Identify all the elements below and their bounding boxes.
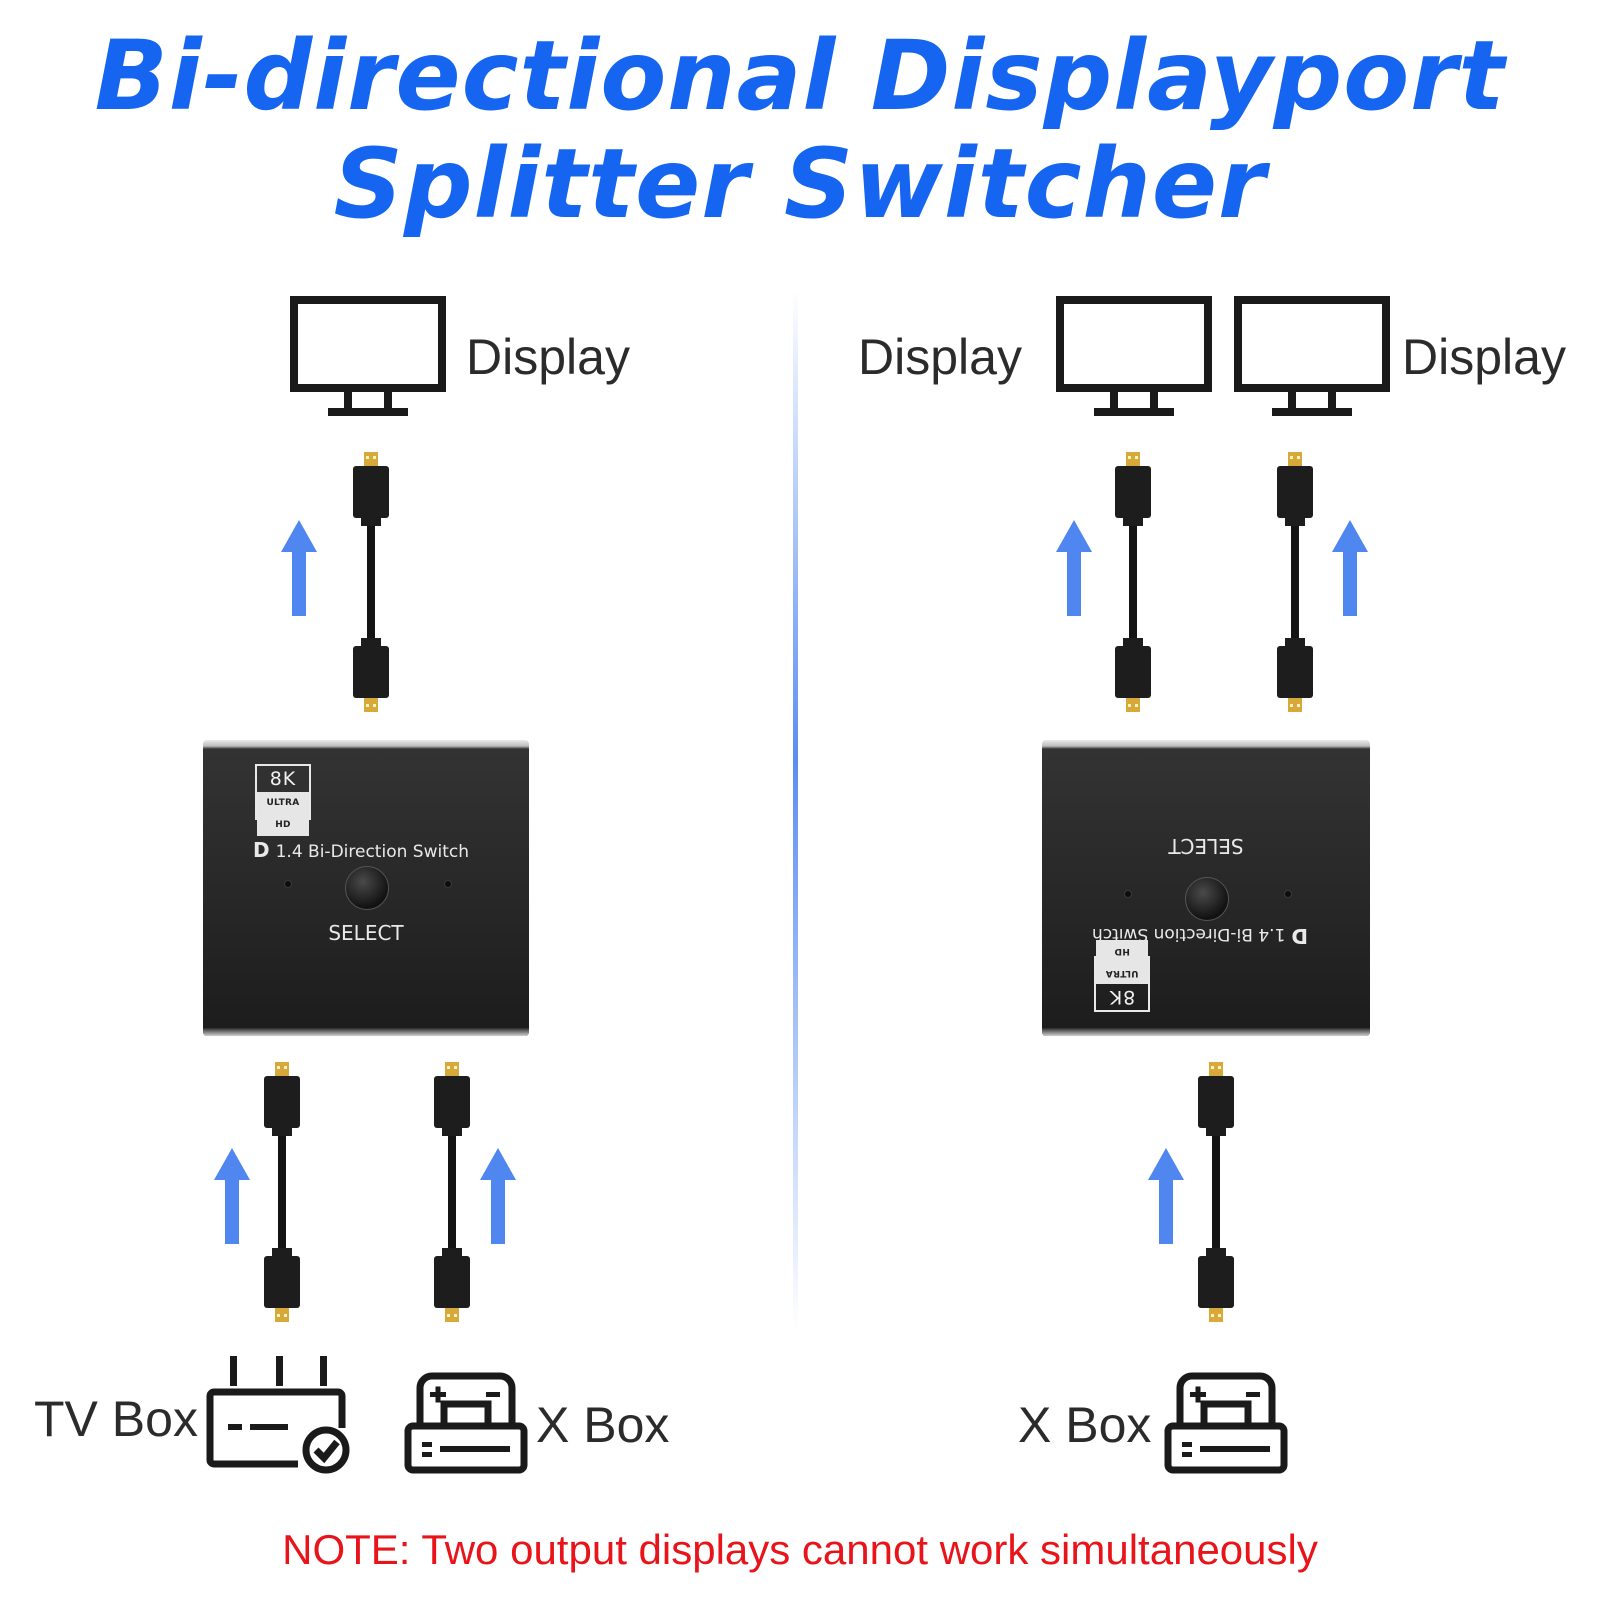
8k-badge: 8K ULTRA HD	[1094, 940, 1150, 1012]
switch-device: SELECT D1.4 Bi-Direction Switch 8K ULTRA…	[1042, 740, 1370, 1036]
title-line-2: Splitter Switcher	[333, 128, 1267, 240]
select-label: SELECT	[1168, 834, 1244, 858]
led-indicator	[284, 880, 292, 888]
hdmi-cable-icon	[262, 1062, 302, 1322]
led-indicator	[444, 880, 452, 888]
dp-logo-icon: D	[1291, 924, 1308, 948]
badge-ultrahd-text: ULTRA HD	[257, 792, 309, 836]
hdmi-cable-icon	[1113, 452, 1153, 712]
hdmi-cable-icon	[1275, 452, 1315, 712]
game-console-icon	[1164, 1368, 1288, 1478]
display-label: Display	[466, 329, 630, 385]
tv-box-icon	[206, 1356, 356, 1476]
badge-8k-text: 8K	[269, 768, 297, 790]
display-label: Display	[858, 329, 1022, 385]
display-label: Display	[1402, 329, 1566, 385]
hdmi-cable-icon	[432, 1062, 472, 1322]
select-button[interactable]	[345, 866, 389, 910]
title-line-1: Bi-directional Displayport	[94, 20, 1506, 132]
arrow-up-icon	[1054, 520, 1094, 616]
led-indicator	[1284, 890, 1292, 898]
monitor-icon	[1056, 296, 1212, 420]
monitor-icon	[290, 296, 446, 420]
monitor-icon	[1234, 296, 1390, 420]
center-divider	[793, 290, 798, 1330]
arrow-up-icon	[1146, 1148, 1186, 1244]
hdmi-cable-icon	[351, 452, 391, 712]
x-box-label: X Box	[536, 1397, 670, 1453]
device-model-label: 1.4 Bi-Direction Switch	[275, 842, 469, 862]
game-console-icon	[404, 1368, 528, 1478]
dp-logo-icon: D	[253, 838, 270, 862]
arrow-up-icon	[478, 1148, 518, 1244]
select-label: SELECT	[328, 921, 404, 945]
8k-badge: 8K ULTRA HD	[255, 764, 311, 836]
badge-8k-text: 8K	[1108, 986, 1136, 1008]
tv-box-label: TV Box	[34, 1391, 198, 1447]
arrow-up-icon	[279, 520, 319, 616]
select-button[interactable]	[1185, 877, 1229, 921]
x-box-label: X Box	[1018, 1397, 1152, 1453]
badge-ultrahd-text: ULTRA HD	[1096, 940, 1148, 984]
arrow-up-icon	[212, 1148, 252, 1244]
hdmi-cable-icon	[1196, 1062, 1236, 1322]
led-indicator	[1124, 890, 1132, 898]
right-diagram: Display Display SELECT D1.4 Bi-Direction…	[800, 0, 1600, 1500]
arrow-up-icon	[1330, 520, 1370, 616]
note-text: NOTE: Two output displays cannot work si…	[282, 1526, 1318, 1573]
